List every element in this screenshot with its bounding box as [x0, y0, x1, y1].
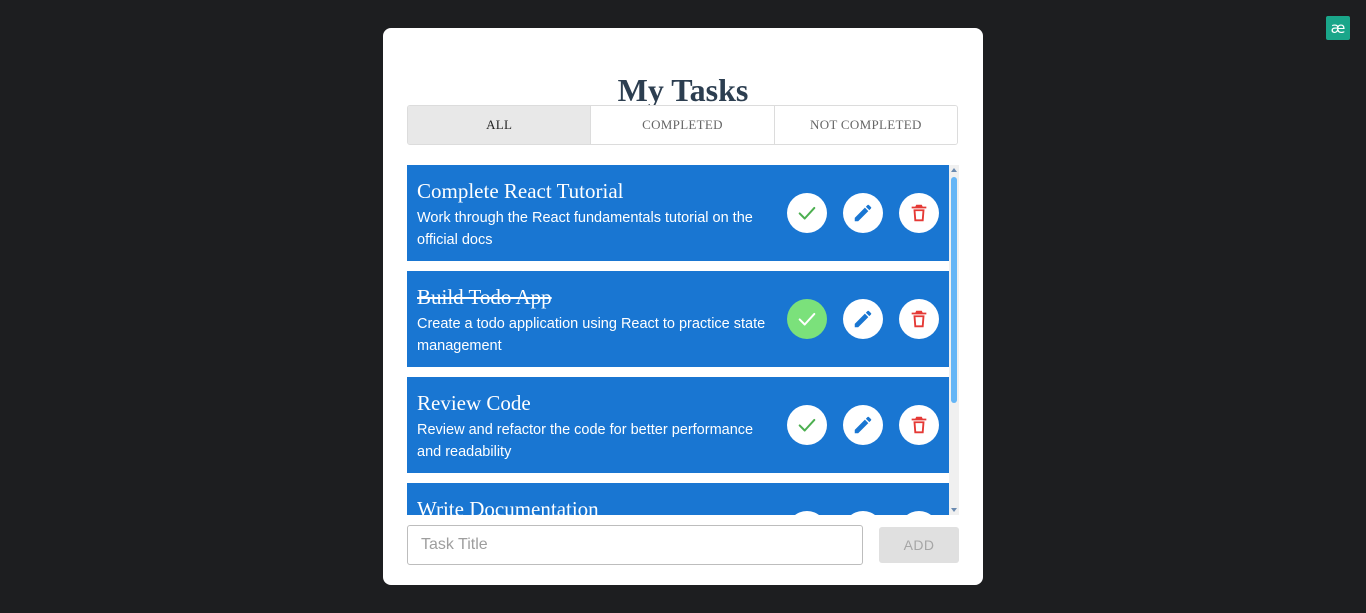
trash-icon [911, 416, 927, 434]
task-actions [787, 299, 939, 339]
delete-button[interactable] [899, 405, 939, 445]
tab-not-completed[interactable]: NOT COMPLETED [773, 106, 957, 144]
task-actions [787, 511, 939, 515]
trash-icon [911, 204, 927, 222]
page-title: My Tasks [617, 72, 749, 108]
task-title: Complete React Tutorial [417, 179, 624, 203]
task-list-scrollbar[interactable] [949, 165, 959, 515]
tab-completed[interactable]: COMPLETED [590, 106, 774, 144]
task-list-viewport: Complete React Tutorial Work through the… [407, 165, 959, 515]
task-title-input[interactable] [407, 525, 863, 565]
check-icon [798, 312, 816, 326]
edit-button[interactable] [843, 299, 883, 339]
scroll-down-arrow-icon[interactable] [951, 508, 957, 512]
task-item: Write Documentation [407, 483, 949, 515]
task-item: Review Code Review and refactor the code… [407, 377, 949, 473]
edit-button[interactable] [843, 193, 883, 233]
task-title: Review Code [417, 391, 531, 415]
scroll-thumb[interactable] [951, 177, 957, 403]
complete-button[interactable] [787, 193, 827, 233]
delete-button[interactable] [899, 511, 939, 515]
scroll-up-arrow-icon[interactable] [951, 168, 957, 172]
pencil-icon [854, 310, 872, 328]
task-actions [787, 193, 939, 233]
complete-button[interactable] [787, 299, 827, 339]
filter-tabs: ALL COMPLETED NOT COMPLETED [407, 105, 958, 145]
complete-button[interactable] [787, 405, 827, 445]
complete-button[interactable] [787, 511, 827, 515]
task-description: Create a todo application using React to… [417, 316, 766, 354]
task-title: Write Documentation [417, 497, 599, 515]
pencil-icon [854, 416, 872, 434]
edit-button[interactable] [843, 405, 883, 445]
task-title: Build Todo App [417, 285, 552, 309]
task-description: Review and refactor the code for better … [417, 422, 754, 460]
task-list: Complete React Tutorial Work through the… [407, 165, 949, 515]
pencil-icon [854, 204, 872, 222]
task-item: Build Todo App Create a todo application… [407, 271, 949, 367]
delete-button[interactable] [899, 193, 939, 233]
tasks-card: My Tasks ALL COMPLETED NOT COMPLETED Com… [383, 28, 983, 585]
add-task-button[interactable]: ADD [879, 527, 959, 563]
check-icon [798, 206, 816, 220]
task-description: Work through the React fundamentals tuto… [417, 210, 753, 248]
task-actions [787, 405, 939, 445]
app-logo-icon[interactable]: æ [1326, 16, 1350, 40]
task-item: Complete React Tutorial Work through the… [407, 165, 949, 261]
tab-all[interactable]: ALL [408, 106, 591, 144]
edit-button[interactable] [843, 511, 883, 515]
trash-icon [911, 310, 927, 328]
delete-button[interactable] [899, 299, 939, 339]
check-icon [798, 418, 816, 432]
